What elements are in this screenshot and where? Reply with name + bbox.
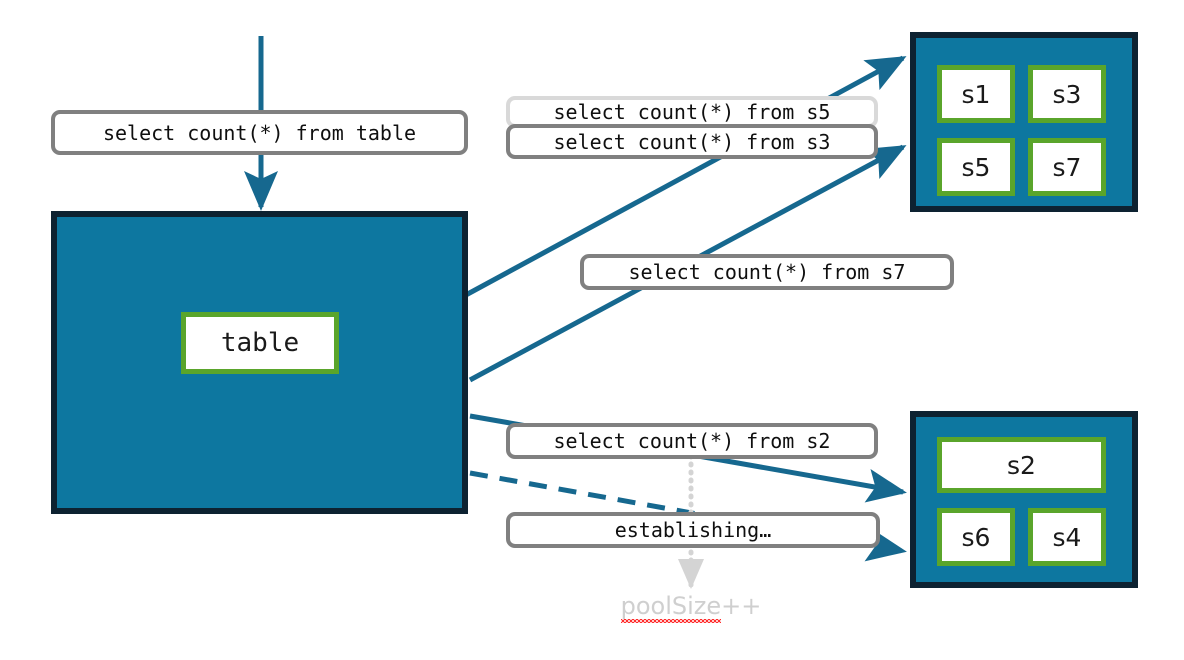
query-pill-s3[interactable]: select count(*) from s3	[506, 124, 878, 159]
session-box-s4[interactable]: s4	[1028, 508, 1106, 566]
pool-size-word: poolSize	[620, 592, 722, 623]
session-box-s5[interactable]: s5	[937, 138, 1015, 196]
pool-size-annotation: poolSize++	[591, 592, 791, 623]
session-label-s2: s2	[1007, 450, 1036, 480]
session-label-s5: s5	[961, 152, 991, 182]
pool-size-suffix: ++	[721, 592, 762, 620]
table-box-label: table	[220, 328, 300, 358]
query-pill-s7-text: select count(*) from s7	[628, 260, 906, 284]
session-label-s7: s7	[1052, 152, 1082, 182]
session-box-s7[interactable]: s7	[1028, 138, 1106, 196]
table-box[interactable]: table	[181, 312, 339, 374]
query-pill-root[interactable]: select count(*) from table	[51, 110, 468, 155]
query-pill-root-text: select count(*) from table	[102, 120, 417, 145]
session-label-s4: s4	[1052, 522, 1082, 552]
session-box-s2[interactable]: s2	[937, 437, 1106, 493]
query-pill-s2-text: select count(*) from s2	[553, 429, 831, 453]
status-pill-establishing-text: establishing…	[614, 518, 772, 542]
session-label-s3: s3	[1052, 79, 1082, 109]
session-box-s6[interactable]: s6	[937, 508, 1015, 566]
session-label-s1: s1	[961, 79, 991, 109]
query-pill-s3-text: select count(*) from s3	[553, 129, 831, 154]
session-box-s1[interactable]: s1	[937, 65, 1015, 123]
session-box-s3[interactable]: s3	[1028, 65, 1106, 123]
status-pill-establishing[interactable]: establishing…	[506, 512, 880, 548]
query-pill-s5-text: select count(*) from s5	[553, 100, 831, 124]
query-pill-s2[interactable]: select count(*) from s2	[506, 423, 878, 459]
session-label-s6: s6	[961, 522, 991, 552]
query-pill-s7[interactable]: select count(*) from s7	[580, 254, 954, 290]
